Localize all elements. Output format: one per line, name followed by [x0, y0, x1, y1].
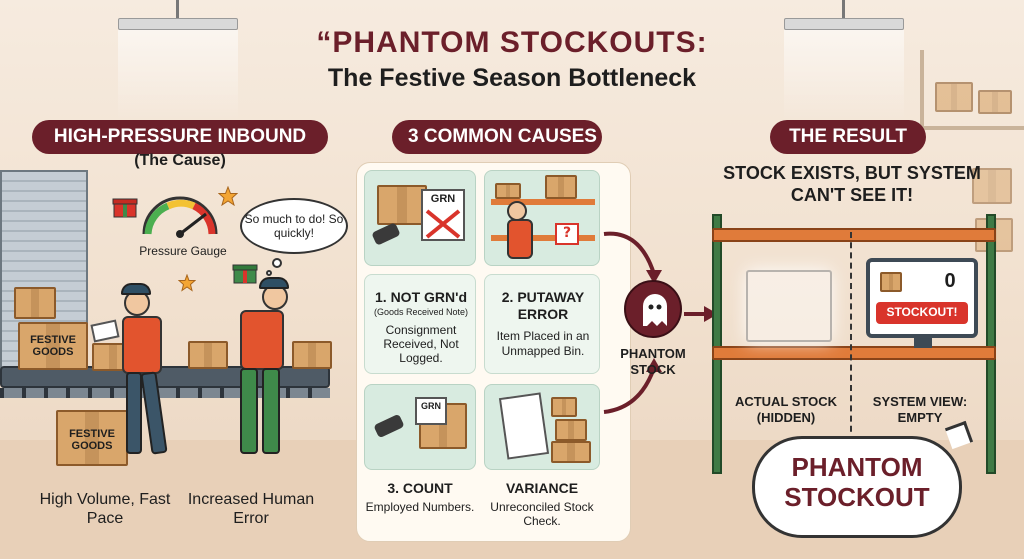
- section-pill-result: THE RESULT: [770, 120, 926, 154]
- grn-tag-2: GRN: [421, 401, 441, 411]
- phantom-stockout-bubble: [752, 436, 962, 538]
- cause-1-desc: Consignment Received, Not Logged.: [383, 323, 459, 365]
- festive-box-2: [56, 410, 128, 466]
- cause-3-desc: Employed Numbers.: [365, 500, 475, 514]
- background-box: [972, 168, 1012, 204]
- scanner-icon: [373, 413, 405, 439]
- speech-text: So much to do! So quickly!: [244, 212, 344, 240]
- cross-icon: [425, 209, 461, 239]
- worker-head: [507, 201, 527, 221]
- ghost-badge: [624, 280, 682, 338]
- caption-human-error: Increased Human Error: [187, 491, 315, 527]
- background-shelf: [920, 50, 1024, 130]
- hidden-stock-box: [746, 270, 832, 342]
- worker-2-cap: [259, 277, 289, 289]
- worker-2-leg: [240, 368, 258, 454]
- cause-2-card: 2. PUTAWAY ERROR Item Placed in an Unmap…: [484, 274, 600, 374]
- phantom-stock-label: PHANTOM STOCK: [620, 346, 686, 377]
- ghost-icon: [643, 294, 667, 326]
- worker-1-cap: [121, 283, 151, 295]
- result-headline: STOCK EXISTS, BUT SYSTEM CAN'T SEE IT!: [723, 163, 981, 205]
- pressure-gauge-icon: [142, 196, 218, 238]
- cause-1-card: 1. NOT GRN'd (Goods Received Note) Consi…: [364, 274, 476, 374]
- background-box: [935, 82, 973, 112]
- cause-1-illustration: GRN: [364, 170, 476, 266]
- worker-1-vest: [122, 316, 162, 374]
- gift-icon: [232, 264, 258, 284]
- shelf-post: [986, 214, 996, 474]
- gift-icon: [112, 198, 138, 218]
- cause-2-title: 2. PUTAWAY ERROR: [501, 289, 585, 322]
- cause-3-title: 3. COUNT: [387, 480, 453, 496]
- thought-dot: [272, 258, 282, 268]
- box: [14, 287, 56, 319]
- festive-box-label-1: FESTIVE GOODS: [30, 334, 76, 358]
- question-icon: ?: [555, 223, 579, 245]
- divider-line: [850, 232, 852, 442]
- pressure-gauge-label: Pressure Gauge: [139, 244, 227, 258]
- worker-2-vest: [240, 310, 284, 370]
- shelf-board: [712, 228, 996, 242]
- page-subtitle: The Festive Season Bottleneck: [327, 64, 697, 92]
- cause-subtitle: (The Cause): [134, 152, 226, 169]
- variance-illustration: [484, 384, 600, 470]
- box: [188, 341, 228, 369]
- shelf-board: [712, 346, 996, 360]
- ceiling-lamp-left: [118, 0, 238, 120]
- caption-high-volume: High Volume, Fast Pace: [39, 491, 171, 527]
- star-icon: [178, 274, 196, 292]
- actual-stock-label: ACTUAL STOCK (HIDDEN): [734, 394, 838, 425]
- worker-1-leg: [126, 372, 142, 454]
- section-pill-causes: 3 COMMON CAUSES: [392, 120, 602, 154]
- ceiling-lamp-right: [784, 0, 904, 120]
- cause-2-illustration: ?: [484, 170, 600, 266]
- cause-2-desc: Item Placed in an Unmapped Bin.: [496, 329, 590, 358]
- page-title: “PHANTOM STOCKOUTS:: [316, 26, 708, 59]
- screen-count: 0: [944, 270, 956, 292]
- variance-title: VARIANCE: [505, 480, 579, 496]
- phantom-stockout-text: PHANTOM STOCKOUT: [784, 452, 930, 512]
- grn-document: [415, 397, 447, 425]
- speech-bubble: So much to do! So quickly!: [240, 198, 348, 254]
- festive-box-1: [18, 322, 88, 370]
- monitor-stand: [914, 338, 932, 348]
- section-pill-cause: HIGH-PRESSURE INBOUND: [32, 120, 328, 154]
- worker-2-leg: [262, 368, 280, 454]
- star-icon: [218, 186, 238, 206]
- stockout-alert-text: STOCKOUT!: [886, 305, 958, 319]
- stockout-alert: [876, 302, 968, 324]
- scanner-icon: [371, 222, 401, 246]
- cause-1-title: 1. NOT GRN'd: [375, 289, 467, 305]
- grn-tag-1: GRN: [430, 193, 456, 205]
- checklist-icon: [498, 392, 550, 460]
- shelf-post: [712, 214, 722, 474]
- cause-3-illustration: GRN: [364, 384, 476, 470]
- system-monitor: 0 STOCKOUT!: [866, 258, 978, 338]
- conveyor-rollers: [0, 388, 330, 398]
- grn-document: [421, 189, 465, 241]
- system-view-label: SYSTEM VIEW: EMPTY: [872, 394, 968, 425]
- variance-desc: Unreconciled Stock Check.: [490, 500, 594, 528]
- festive-box-label-2: FESTIVE GOODS: [69, 428, 115, 452]
- background-box: [978, 90, 1012, 114]
- flow-arrows: [603, 231, 718, 414]
- thought-dot: [266, 270, 272, 276]
- box: [292, 341, 332, 369]
- worker-vest: [507, 219, 533, 259]
- cause-1-subtitle: (Goods Received Note): [373, 307, 469, 317]
